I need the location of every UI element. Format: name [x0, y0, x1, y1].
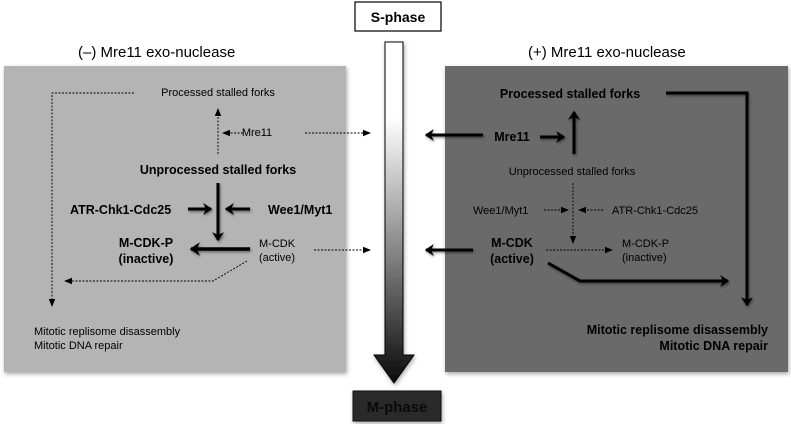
- s-phase-label: S-phase: [371, 9, 426, 25]
- right-processed-to-outcome-arrow: [666, 91, 753, 307]
- left-mcdk-to-outcome-arrow: [64, 260, 248, 285]
- right-processed-forks: Processed stalled forks: [500, 87, 640, 101]
- left-mcdkp-line1: M-CDK-P: [119, 236, 173, 250]
- left-mre11: Mre11: [242, 127, 272, 139]
- s-phase-box: [354, 1, 442, 32]
- right-outcome-line1: Mitotic replisome disassembly: [587, 323, 768, 337]
- left-outcome-line2: Mitotic DNA repair: [34, 340, 123, 352]
- right-mre11: Mre11: [494, 130, 529, 144]
- left-processed-forks: Processed stalled forks: [161, 87, 275, 99]
- left-panel: [4, 66, 346, 372]
- left-mcdk-line2: (active): [259, 252, 295, 264]
- right-unprocessed-forks: Unprocessed stalled forks: [509, 166, 636, 178]
- left-wee1-myt1: Wee1/Myt1: [268, 203, 332, 217]
- right-mcdkp-line1: M-CDK-P: [622, 238, 669, 250]
- right-outcome-line2: Mitotic DNA repair: [659, 339, 768, 353]
- m-phase-box: [352, 390, 442, 422]
- right-mcdkp-line2: (inactive): [622, 252, 667, 264]
- left-panel-title: (–) Mre11 exo-nuclease: [78, 44, 235, 61]
- right-mcdk-line2: (active): [490, 252, 534, 266]
- right-mcdk-to-outcome-arrow: [547, 261, 730, 287]
- left-processed-to-outcome-arrow: [48, 92, 134, 307]
- right-atr-chk1-cdc25: ATR-Chk1-Cdc25: [612, 205, 698, 217]
- right-wee1-myt1: Wee1/Myt1: [473, 205, 528, 217]
- left-atr-chk1-cdc25: ATR-Chk1-Cdc25: [70, 203, 171, 217]
- right-panel-title: (+) Mre11 exo-nuclease: [528, 44, 686, 61]
- right-panel: [445, 66, 788, 372]
- left-mcdk-line1: M-CDK: [259, 238, 296, 250]
- left-outcome-line1: Mitotic replisome disassembly: [34, 326, 181, 338]
- left-mcdkp-line2: (inactive): [119, 252, 174, 266]
- left-unprocessed-forks: Unprocessed stalled forks: [140, 163, 296, 177]
- cell-cycle-progress-arrow: [373, 41, 415, 384]
- m-phase-label: M-phase: [367, 399, 428, 416]
- right-mcdk-line1: M-CDK: [491, 236, 533, 250]
